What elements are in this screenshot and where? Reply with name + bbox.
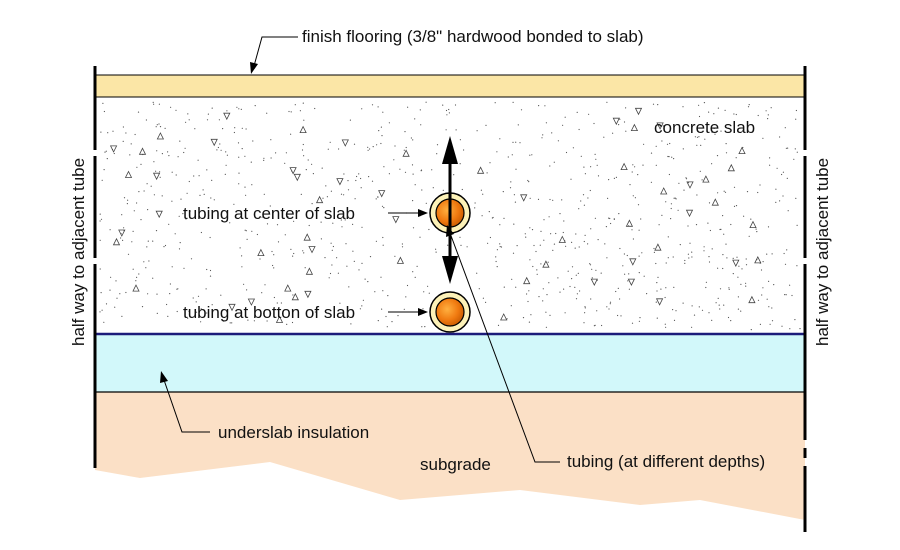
tubing-depths-label: tubing (at different depths) <box>567 452 765 471</box>
underslab-insulation-leader <box>160 371 210 433</box>
tubing-center-label: tubing at center of slab <box>183 204 355 223</box>
underslab-insulation-label: underslab insulation <box>218 423 369 442</box>
concrete-aggregate-texture <box>99 101 801 331</box>
tubing-bottom-leader <box>388 308 428 316</box>
tube-bottom <box>429 291 471 333</box>
half-way-right-label: half way to adjacent tube <box>813 158 832 346</box>
boundary-gaps <box>92 150 808 264</box>
half-way-left-label: half way to adjacent tube <box>69 158 88 346</box>
tubing-depths-leader <box>446 225 560 463</box>
subgrade-label: subgrade <box>420 455 491 474</box>
finish-flooring-leader <box>250 36 298 74</box>
underslab-insulation-layer <box>94 333 806 393</box>
finish-flooring-layer <box>94 74 806 98</box>
tubing-bottom-label: tubing at botton of slab <box>183 303 355 322</box>
concrete-slab-label: concrete slab <box>654 118 755 137</box>
tubing-center-leader <box>388 209 428 217</box>
subgrade-bottom-cut <box>95 462 805 550</box>
finish-flooring-label: finish flooring (3/8" hardwood bonded to… <box>302 27 644 46</box>
depth-double-arrow <box>442 136 458 284</box>
